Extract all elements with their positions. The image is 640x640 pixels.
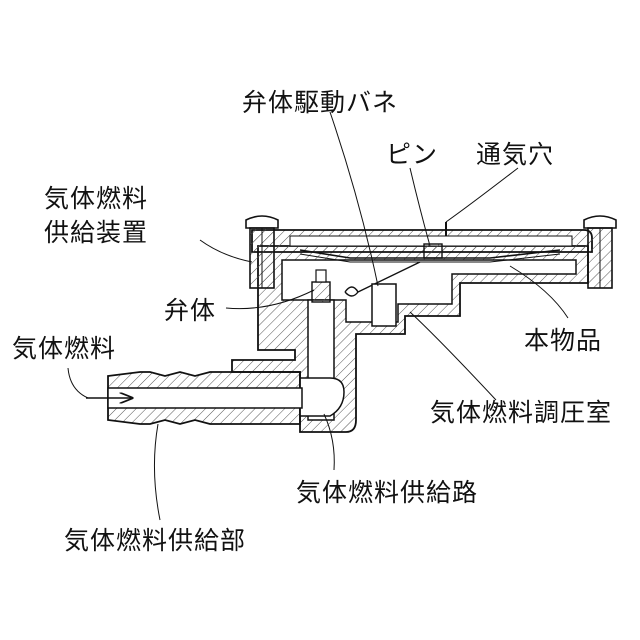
right-screw <box>584 216 616 288</box>
label-product: 本物品 <box>524 326 602 356</box>
label-supply-part: 気体燃料供給部 <box>64 526 246 556</box>
label-valve-spring: 弁体駆動バネ <box>242 88 398 118</box>
hose-bore <box>108 388 302 408</box>
label-supply-device-line1: 気体燃料 <box>44 182 148 216</box>
label-valve-body: 弁体 <box>164 296 216 326</box>
label-vent-hole: 通気穴 <box>476 140 554 170</box>
label-supply-path: 気体燃料供給路 <box>296 478 478 508</box>
label-regulator-chamber: 気体燃料調圧室 <box>430 398 612 428</box>
socket-bore <box>300 378 344 416</box>
left-screw <box>246 216 278 288</box>
label-pin: ピン <box>386 140 438 170</box>
label-gas-fuel: 気体燃料 <box>12 334 116 364</box>
lever-part <box>372 284 396 326</box>
label-supply-device-line2: 供給装置 <box>44 216 148 250</box>
pin-part <box>424 244 442 258</box>
label-supply-device: 気体燃料 供給装置 <box>44 182 148 250</box>
